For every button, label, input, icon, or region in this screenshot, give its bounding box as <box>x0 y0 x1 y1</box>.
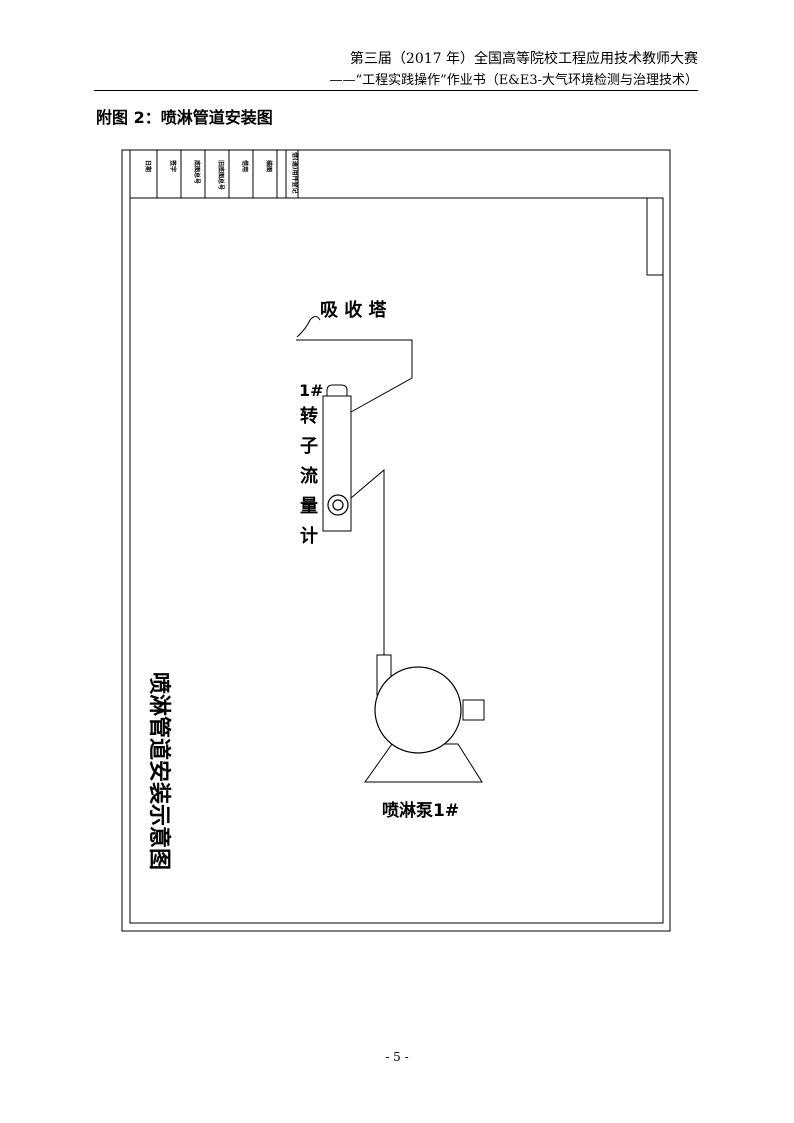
rotameter-number-label: 1# <box>299 381 324 400</box>
inner-frame <box>129 197 664 924</box>
title-cell-trace: 描图 <box>265 160 273 172</box>
rotameter-char-5: 计 <box>300 525 318 547</box>
rotameter-char-2: 子 <box>300 436 318 457</box>
rotameter-char-3: 流 <box>300 465 318 487</box>
tower-label: 吸 收 塔 <box>320 299 388 321</box>
header-document-subtitle: ——“工程实践操作”作业书（E&E3-大气环境检测与治理技术） <box>329 73 698 88</box>
figure-title: 附图 2：喷淋管道安装图 <box>96 108 273 127</box>
header-rule <box>94 90 698 91</box>
page-number: - 5 - <box>385 1050 409 1064</box>
header-competition-title: 第三届（2017 年）全国高等院校工程应用技术教师大赛 <box>349 51 698 67</box>
pump-discharge-pipe <box>350 468 392 696</box>
corner-box <box>646 197 664 276</box>
title-block: 日期 签字 底图总号 旧底图总号 借用 描图 借(通)用件登记 <box>129 149 299 199</box>
rotameter-char-4: 量 <box>300 495 318 517</box>
vertical-drawing-title: 喷淋管道安装示意图 <box>146 672 172 870</box>
title-cell-sign: 签字 <box>169 159 177 172</box>
rotameter <box>322 384 352 532</box>
title-cell-old-base-drawing-no: 旧底图总号 <box>217 160 225 190</box>
title-cell-borrow: 借用 <box>241 159 249 172</box>
rotameter-char-1: 转 <box>300 405 318 427</box>
title-cell-date: 日期 <box>144 160 152 172</box>
title-cell-registration: 借(通)用件登记 <box>291 151 299 194</box>
absorption-tower-inlet <box>296 316 413 413</box>
pump-label: 喷淋泵1# <box>382 800 459 821</box>
title-cell-base-drawing-no: 底图总号 <box>193 160 201 184</box>
spray-pump <box>364 666 485 783</box>
outer-frame <box>121 149 671 932</box>
